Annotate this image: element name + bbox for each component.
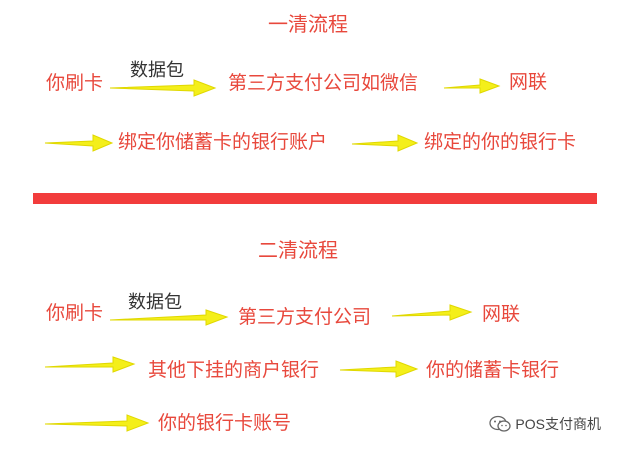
s1-node-unionnet: 网联 (509, 71, 548, 93)
s2-node-unionnet: 网联 (482, 303, 521, 325)
watermark-text: POS支付商机 (515, 416, 601, 432)
s2-arrow-2 (391, 304, 473, 321)
s1-arrow-label: 数据包 (130, 60, 184, 81)
s1-arrow-3 (44, 134, 114, 152)
s2-arrow-label: 数据包 (128, 292, 182, 313)
s1-node-third-party: 第三方支付公司如微信 (228, 72, 419, 94)
s1-arrow-4 (351, 134, 419, 152)
s2-arrow-3 (44, 356, 136, 373)
s1-node-you-swipe: 你刷卡 (46, 72, 104, 94)
section-divider (33, 193, 597, 204)
s1-node-bound-account: 绑定你储蓄卡的银行账户 (118, 131, 328, 153)
s2-arrow-5 (44, 414, 150, 432)
s1-node-bound-card: 绑定的你的银行卡 (424, 131, 577, 153)
s2-arrow-4 (339, 360, 419, 378)
s1-arrow-1 (109, 79, 217, 97)
s2-arrow-1 (109, 309, 229, 326)
s2-node-savings-bank: 你的储蓄卡银行 (426, 359, 560, 381)
wechat-icon (489, 415, 512, 432)
section1-title: 一清流程 (268, 12, 348, 36)
s2-node-card-number: 你的银行卡账号 (158, 412, 292, 434)
watermark: POS支付商机 (489, 414, 601, 434)
section2-title: 二清流程 (258, 238, 338, 262)
s2-node-you-swipe: 你刷卡 (46, 302, 104, 324)
s2-node-third-party: 第三方支付公司 (238, 306, 372, 328)
s2-node-merchant-banks: 其他下挂的商户银行 (148, 359, 320, 381)
s1-arrow-2 (443, 78, 501, 94)
